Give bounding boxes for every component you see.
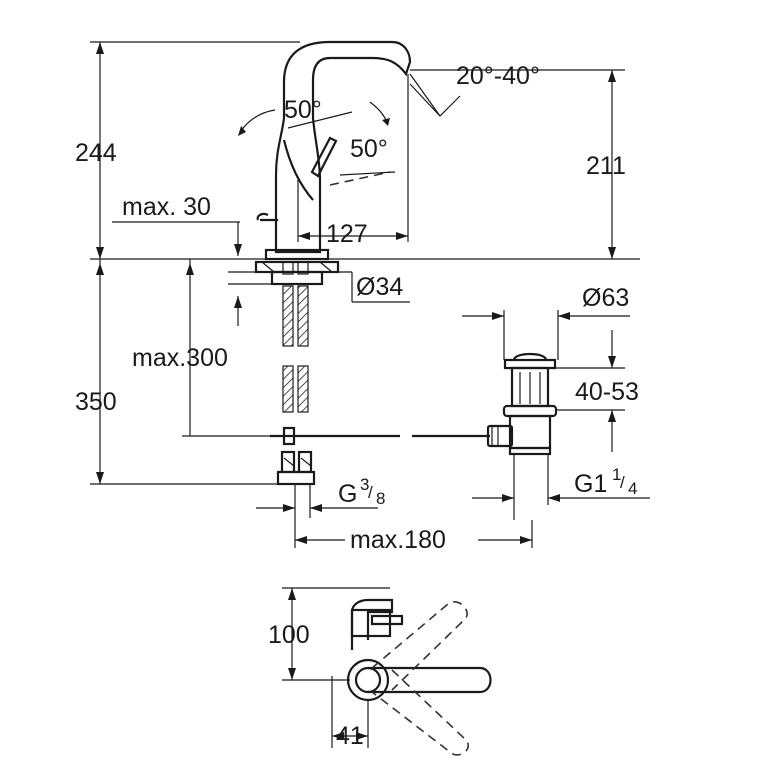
hose-right-lower	[297, 365, 309, 413]
angle-handle-tilt: 50°	[350, 135, 388, 163]
faucet-body	[274, 40, 412, 254]
svg-text:G1: G1	[574, 470, 607, 498]
inlet-fittings	[276, 450, 316, 486]
dim-hole-diameter: Ø34	[356, 273, 403, 301]
hose-right	[297, 285, 309, 347]
lever	[310, 136, 338, 178]
plan-view	[282, 587, 492, 756]
dim-max-30: max. 30	[122, 193, 211, 221]
dim-max-300: max.300	[132, 344, 228, 372]
plan-knob	[370, 614, 404, 626]
elevation-view	[90, 40, 650, 548]
svg-text:G: G	[338, 480, 357, 508]
popup-knob	[256, 212, 278, 222]
plan-lever-ghost-down	[371, 669, 469, 756]
lever-axis	[339, 171, 396, 176]
angle-handle-rotation: 50°	[284, 96, 322, 124]
lever-axis-2	[287, 111, 353, 129]
lever-ghost	[329, 171, 391, 186]
dim-waste-diameter: Ø63	[582, 284, 629, 312]
faucet-base	[264, 248, 330, 261]
dim-waste-range: 40-53	[575, 378, 639, 406]
svg-text:4: 4	[628, 479, 637, 498]
dim-waste-thread: G1 1 / 4	[574, 465, 637, 498]
hose-left	[282, 285, 294, 347]
dim-max-180: max.180	[350, 526, 446, 554]
body-curve	[282, 139, 314, 201]
svg-text:3: 3	[360, 475, 369, 494]
dim-211: 211	[586, 152, 626, 180]
svg-text:/: /	[620, 473, 625, 492]
handle-rotation-arc	[239, 109, 276, 133]
spout-angle-lines	[409, 83, 461, 117]
mounting-assembly	[254, 260, 340, 286]
dim-100: 100	[268, 621, 310, 649]
waste-assembly	[486, 352, 558, 456]
dim-244: 244	[75, 139, 117, 167]
dim-350: 350	[75, 388, 117, 416]
svg-text:8: 8	[376, 489, 385, 508]
dim-inlet-thread: G 3 / 8	[338, 475, 385, 508]
plan-base	[346, 658, 390, 702]
plan-lever	[368, 666, 492, 694]
handle-tilt-arc	[369, 101, 388, 123]
dim-127: 127	[326, 220, 368, 248]
svg-text:/: /	[368, 483, 373, 502]
angle-spout-swivel: 20°-40°	[456, 62, 540, 90]
svg-text:1: 1	[612, 465, 621, 484]
hose-left-lower	[282, 365, 294, 413]
dim-41: 41	[336, 722, 364, 750]
